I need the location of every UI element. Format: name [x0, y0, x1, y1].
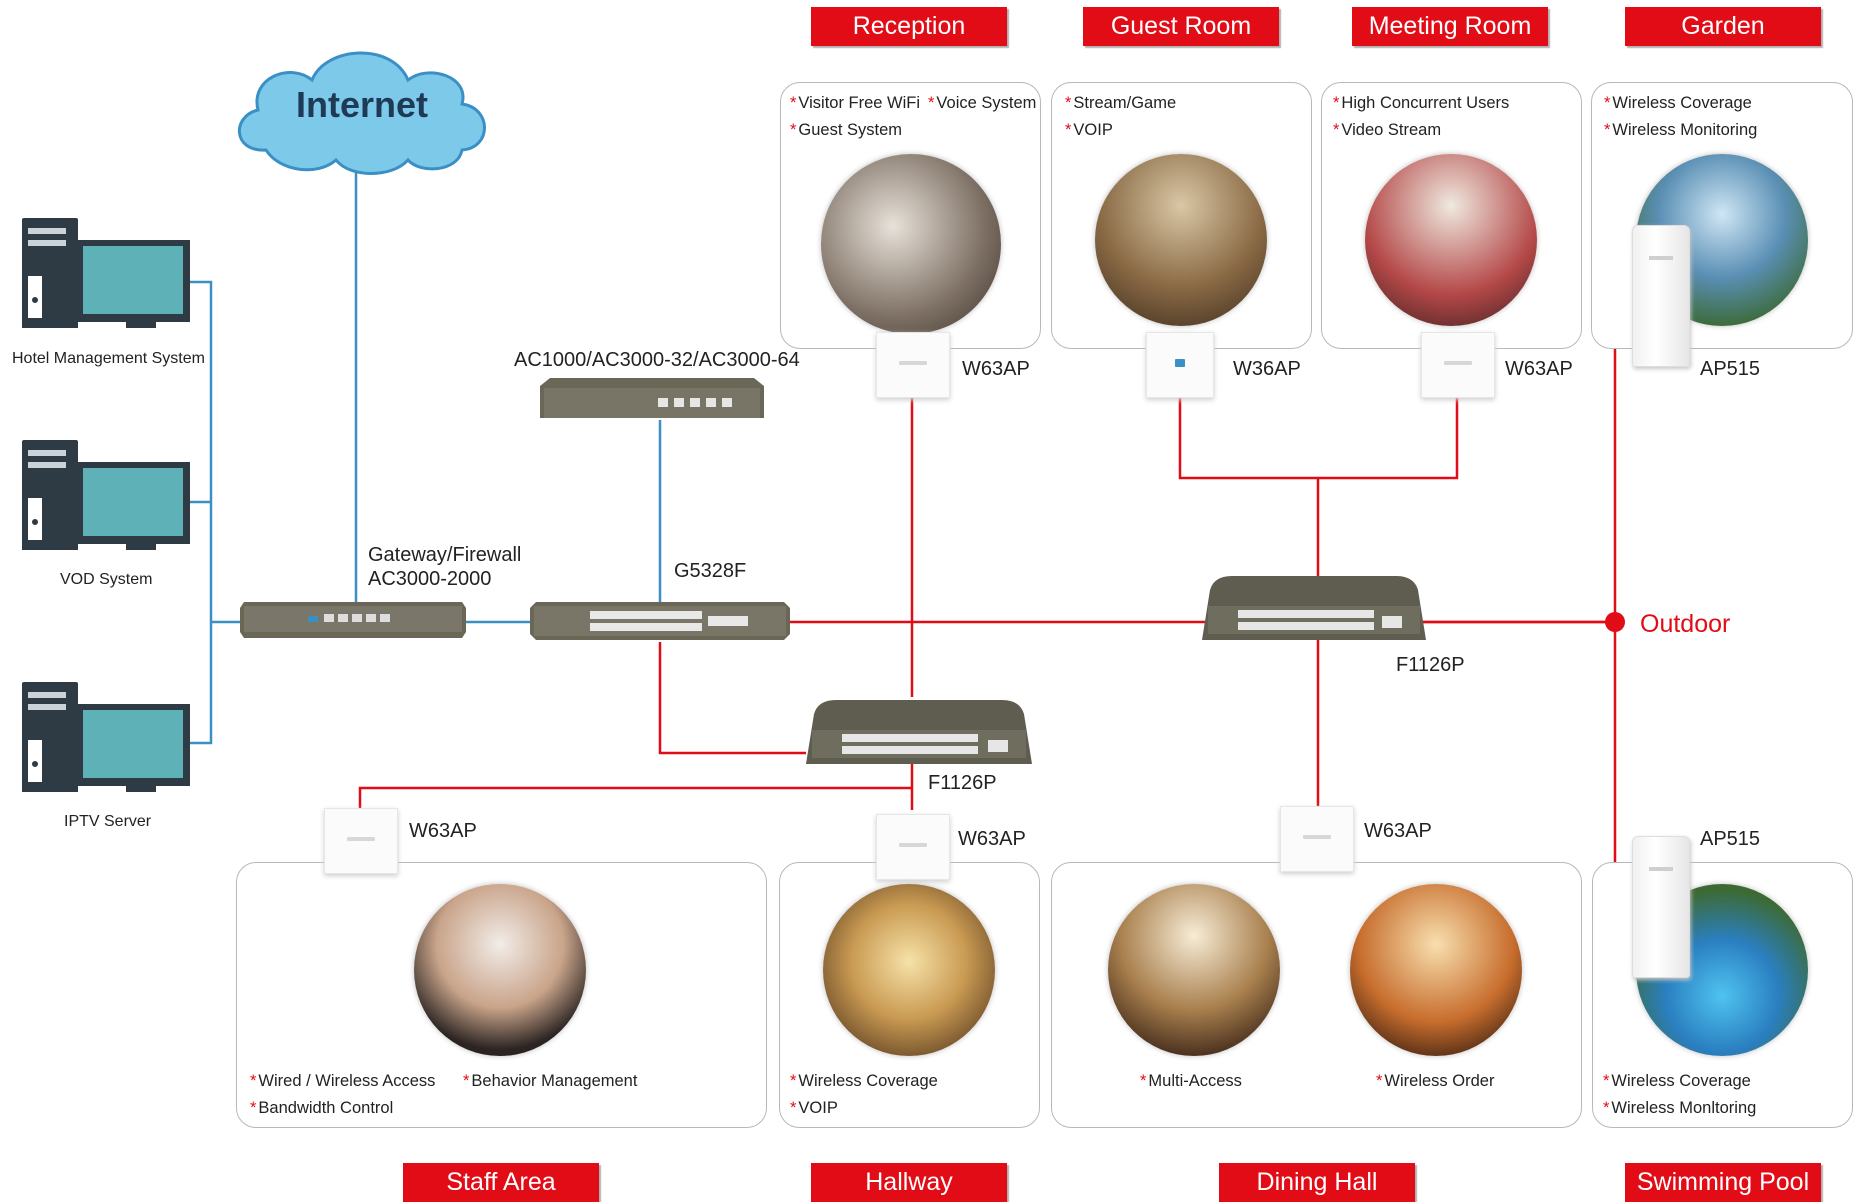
guest-room-photo	[1095, 154, 1267, 326]
hallway-photo	[823, 884, 995, 1056]
guest-room-feature: *Stream/Game	[1065, 94, 1177, 112]
staff-area-photo	[414, 884, 586, 1056]
hotel-management-server-icon	[22, 218, 192, 330]
reception-ap-model: W63AP	[962, 358, 1030, 380]
guest-room-ap-device	[1146, 332, 1214, 398]
iptv-server-icon	[22, 682, 192, 794]
poe-switch-center-device	[806, 700, 1032, 769]
staff-area-ap-model: W63AP	[409, 820, 477, 842]
dining-hall-feature: *Multi-Access	[1140, 1072, 1242, 1090]
staff-area-feature: *Wired / Wireless Access	[250, 1072, 436, 1090]
vod-system-label: VOD System	[60, 571, 153, 588]
dining-hall-ap-model: W63AP	[1364, 820, 1432, 842]
dining-hall-ap-device	[1280, 806, 1354, 872]
ac-controller-model: AC1000/AC3000-32/AC3000-64	[514, 349, 800, 371]
garden-feature: *Wireless Monitoring	[1604, 121, 1758, 139]
staff-area-feature: *Behavior Management	[463, 1072, 638, 1090]
garden-outdoor-ap-device	[1632, 225, 1690, 367]
gateway-firewall-device	[240, 602, 466, 643]
blue-links	[158, 168, 662, 745]
meeting-room-feature: *Video Stream	[1333, 121, 1442, 139]
guest-room-ap-model: W36AP	[1233, 358, 1301, 380]
zone-tag-swimming-pool: Swimming Pool	[1625, 1163, 1821, 1202]
meeting-room-feature: *High Concurrent Users	[1333, 94, 1510, 112]
vod-server-icon	[22, 440, 192, 552]
garden-feature: *Wireless Coverage	[1604, 94, 1752, 112]
swimming-pool-ap-model: AP515	[1700, 828, 1761, 850]
meeting-room-ap-model: W63AP	[1505, 358, 1573, 380]
dining-hall-photo-2	[1350, 884, 1522, 1056]
hotel-management-system-label: Hotel Management System	[12, 350, 205, 367]
outdoor-label: Outdoor	[1640, 610, 1731, 638]
reception-feature: *Voice System	[928, 94, 1037, 112]
hallway-ap-model: W63AP	[958, 828, 1026, 850]
zone-tag-reception: Reception	[811, 7, 1007, 46]
internet-label: Internet	[296, 84, 429, 125]
poe-switch-center-model: F1126P	[928, 772, 997, 794]
zone-tag-staff-area: Staff Area	[403, 1163, 599, 1202]
guest-room-feature: *VOIP	[1065, 121, 1113, 139]
gateway-model-line2: AC3000-2000	[368, 568, 492, 590]
meeting-room-ap-device	[1421, 332, 1495, 398]
meeting-room-photo	[1365, 154, 1537, 326]
staff-area-ap-device	[324, 808, 398, 874]
dining-hall-photo-1	[1108, 884, 1280, 1056]
reception-feature: *Guest System	[790, 121, 903, 139]
staff-area-feature: *Bandwidth Control	[250, 1099, 394, 1117]
zone-tag-guest-room: Guest Room	[1083, 7, 1279, 46]
swimming-pool-outdoor-ap-device	[1632, 836, 1690, 978]
reception-photo	[821, 154, 1001, 334]
poe-switch-right-device	[1202, 576, 1426, 645]
core-switch-device	[530, 602, 790, 645]
reception-feature: *Visitor Free WiFi	[790, 94, 921, 112]
hallway-ap-device	[876, 814, 950, 880]
hallway-feature: *Wireless Coverage	[790, 1072, 938, 1090]
zone-tag-meeting-room: Meeting Room	[1352, 7, 1548, 46]
zone-tag-hallway: Hallway	[811, 1163, 1007, 1202]
dining-hall-feature: *Wireless Order	[1376, 1072, 1495, 1090]
poe-switch-right-model: F1126P	[1396, 654, 1465, 676]
gateway-model-line1: Gateway/Firewall	[368, 544, 522, 566]
zone-tag-garden: Garden	[1625, 7, 1821, 46]
internet-cloud-shape	[238, 51, 486, 175]
hallway-feature: *VOIP	[790, 1099, 838, 1117]
core-switch-model: G5328F	[674, 560, 747, 582]
swimming-pool-feature: *Wireless Monltoring	[1603, 1099, 1757, 1117]
iptv-server-label: IPTV Server	[64, 813, 152, 830]
garden-ap-model: AP515	[1700, 358, 1761, 380]
reception-ap-device	[876, 332, 950, 398]
swimming-pool-feature: *Wireless Coverage	[1603, 1072, 1751, 1090]
ac-controller-device	[540, 378, 764, 427]
zone-tag-dining-hall: Dining Hall	[1219, 1163, 1415, 1202]
outdoor-junction-dot	[1605, 612, 1625, 632]
